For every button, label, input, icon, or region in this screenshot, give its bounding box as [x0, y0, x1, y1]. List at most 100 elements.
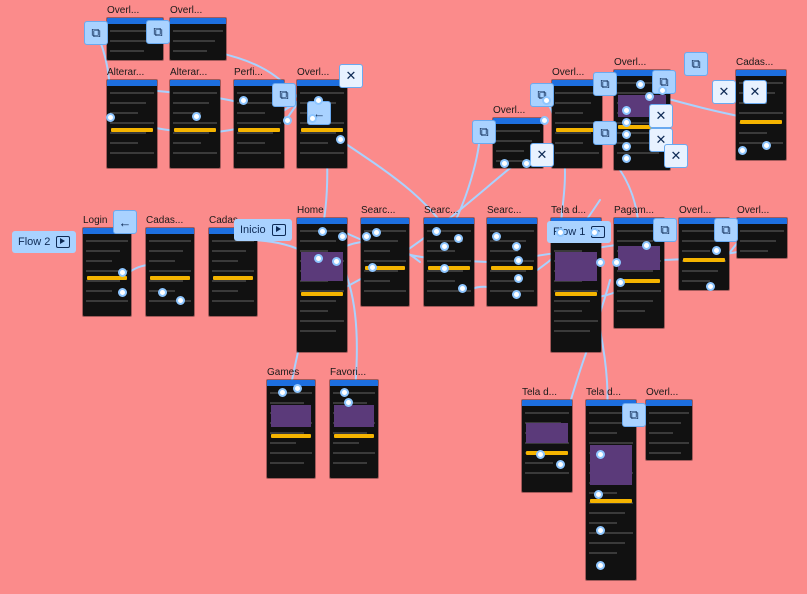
screen-row	[682, 230, 726, 232]
screen-telad_b[interactable]	[586, 400, 636, 580]
screen-home[interactable]	[297, 218, 347, 352]
screen-overl_h[interactable]	[737, 218, 787, 258]
connection-handle[interactable]	[432, 227, 441, 236]
connection-handle[interactable]	[512, 290, 521, 299]
overlay-icon[interactable]: ⧉	[684, 52, 708, 76]
connection-handle[interactable]	[332, 257, 341, 266]
connection-handle[interactable]	[658, 86, 667, 95]
screen-alterar_1[interactable]	[107, 80, 157, 168]
connection-handle[interactable]	[540, 116, 549, 125]
overlay-icon[interactable]: ⧉	[84, 21, 108, 45]
connection-handle[interactable]	[622, 130, 631, 139]
connection-handle[interactable]	[336, 135, 345, 144]
connection-handle[interactable]	[622, 154, 631, 163]
connection-handle[interactable]	[706, 282, 715, 291]
screen-cta	[174, 128, 216, 132]
frame-title-cadas_2: Cadas...	[146, 215, 184, 226]
back-icon[interactable]: ←	[113, 210, 137, 234]
connection-handle[interactable]	[556, 228, 565, 237]
screen-telad_a[interactable]	[522, 400, 572, 492]
connection-handle[interactable]	[642, 241, 651, 250]
screen-pagam[interactable]	[614, 218, 664, 328]
screen-overl_i[interactable]	[646, 400, 692, 460]
connection-handle[interactable]	[514, 256, 523, 265]
connection-handle[interactable]	[636, 80, 645, 89]
connection-handle[interactable]	[338, 232, 347, 241]
connection-handle[interactable]	[118, 268, 127, 277]
connection-handle[interactable]	[622, 118, 631, 127]
screen-cadas_2[interactable]	[146, 228, 194, 316]
connection-handle[interactable]	[622, 142, 631, 151]
connection-handle[interactable]	[192, 112, 201, 121]
connection-handle[interactable]	[368, 263, 377, 272]
connection-handle[interactable]	[556, 460, 565, 469]
connection-handle[interactable]	[542, 96, 551, 105]
screen-cadas_3[interactable]	[209, 228, 257, 316]
connection-handle[interactable]	[500, 159, 509, 168]
screen-alterar_2[interactable]	[170, 80, 220, 168]
connection-handle[interactable]	[738, 146, 747, 155]
overlay-icon[interactable]: ⧉	[146, 20, 170, 44]
connection-handle[interactable]	[278, 388, 287, 397]
connection-handle[interactable]	[590, 228, 599, 237]
connection-handle[interactable]	[308, 114, 317, 123]
connection-handle[interactable]	[344, 398, 353, 407]
connection-handle[interactable]	[440, 264, 449, 273]
overlay-icon[interactable]: ⧉	[622, 403, 646, 427]
connection-handle[interactable]	[283, 116, 292, 125]
connection-handle[interactable]	[454, 234, 463, 243]
overlay-icon[interactable]: ⧉	[593, 121, 617, 145]
connection-handle[interactable]	[612, 258, 621, 267]
flow-start-tag[interactable]: Flow 2	[12, 231, 77, 253]
connection-handle[interactable]	[596, 258, 605, 267]
connection-handle[interactable]	[596, 561, 605, 570]
connection-handle[interactable]	[712, 246, 721, 255]
connection-handle[interactable]	[762, 141, 771, 150]
connection-handle[interactable]	[536, 450, 545, 459]
connection-handle[interactable]	[622, 106, 631, 115]
overlay-icon[interactable]: ⧉	[714, 218, 738, 242]
screen-overl_b[interactable]	[170, 18, 226, 60]
connection-handle[interactable]	[318, 227, 327, 236]
connection-handle[interactable]	[522, 159, 531, 168]
overlay-icon[interactable]: ⧉	[472, 120, 496, 144]
screen-games[interactable]	[267, 380, 315, 478]
connection-handle[interactable]	[362, 232, 371, 241]
screen-favori[interactable]	[330, 380, 378, 478]
screen-login[interactable]	[83, 228, 131, 316]
connection-handle[interactable]	[594, 490, 603, 499]
connection-handle[interactable]	[314, 96, 323, 105]
connection-handle[interactable]	[492, 232, 501, 241]
screen-searc_1[interactable]	[361, 218, 409, 306]
connection-handle[interactable]	[458, 284, 467, 293]
connection-handle[interactable]	[118, 288, 127, 297]
connection-handle[interactable]	[372, 228, 381, 237]
close-icon[interactable]: ✕	[530, 143, 554, 167]
connection-handle[interactable]	[158, 288, 167, 297]
connection-handle[interactable]	[596, 450, 605, 459]
connection-handle[interactable]	[440, 242, 449, 251]
close-icon[interactable]: ✕	[339, 64, 363, 88]
overlay-icon[interactable]: ⧉	[593, 72, 617, 96]
close-icon[interactable]: ✕	[712, 80, 736, 104]
connection-handle[interactable]	[512, 242, 521, 251]
close-icon[interactable]: ✕	[664, 144, 688, 168]
connection-handle[interactable]	[645, 92, 654, 101]
connection-handle[interactable]	[106, 113, 115, 122]
overlay-icon[interactable]: ⧉	[530, 83, 554, 107]
close-icon[interactable]: ✕	[649, 104, 673, 128]
connection-handle[interactable]	[616, 278, 625, 287]
connection-handle[interactable]	[596, 526, 605, 535]
connection-handle[interactable]	[293, 384, 302, 393]
connection-handle[interactable]	[314, 254, 323, 263]
connection-handle[interactable]	[176, 296, 185, 305]
connection-handle[interactable]	[514, 274, 523, 283]
close-icon[interactable]: ✕	[743, 80, 767, 104]
connection-handle[interactable]	[340, 388, 349, 397]
overlay-icon[interactable]: ⧉	[272, 83, 296, 107]
screen-row	[110, 30, 160, 32]
overlay-icon[interactable]: ⧉	[653, 218, 677, 242]
flow-start-tag[interactable]: Inicio	[234, 219, 292, 241]
connection-handle[interactable]	[239, 96, 248, 105]
